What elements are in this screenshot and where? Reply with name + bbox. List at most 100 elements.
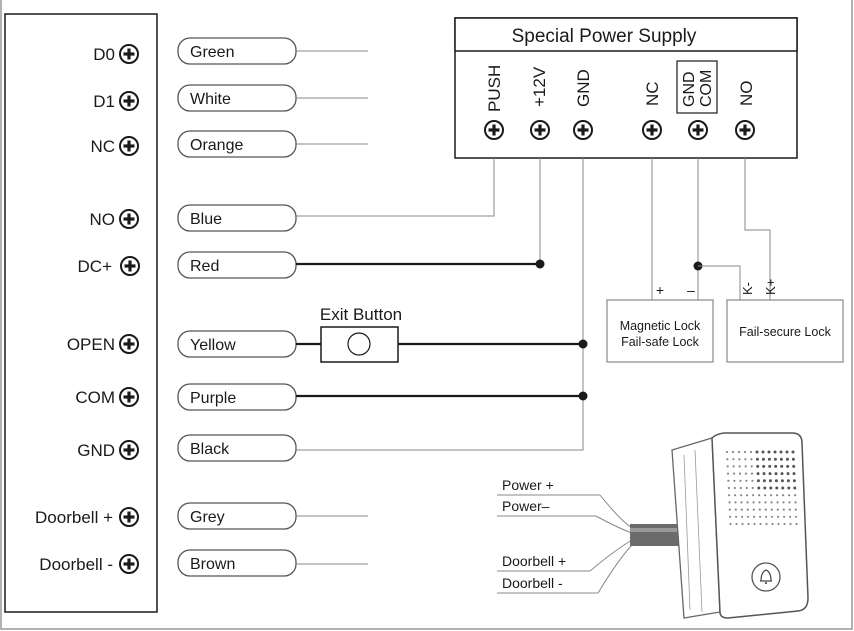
grille-dot <box>792 472 796 476</box>
grille-dot <box>743 450 747 454</box>
ps-terminal-label-12v: +12V <box>530 66 549 107</box>
doorbell-button <box>751 562 781 592</box>
controller-row-gnd: GND Black <box>77 434 297 462</box>
gnd-com-box <box>676 60 718 114</box>
grille-dot <box>792 479 796 483</box>
bell-icon <box>760 569 772 584</box>
screw-terminal-icon <box>119 44 139 64</box>
lead-power-minus: Power– <box>502 498 550 514</box>
grille-dot <box>735 522 738 526</box>
grille-dot <box>792 464 796 468</box>
ps-terminal-label-com: COM <box>698 70 715 107</box>
terminal-label: COM <box>75 388 115 407</box>
grille-dot <box>726 465 729 468</box>
screw-terminal-icon <box>119 209 139 229</box>
grille-dot <box>776 494 779 497</box>
grille-dot <box>762 464 766 468</box>
grille-dot <box>775 486 779 490</box>
grille-dot <box>770 501 773 504</box>
grille-dot <box>753 515 756 518</box>
terminal-label: D1 <box>93 92 115 111</box>
grille-dot <box>733 479 736 482</box>
grille-dot <box>787 486 791 490</box>
grille-dot <box>750 465 753 468</box>
grille-dot <box>738 458 741 461</box>
grille-dot <box>788 494 791 497</box>
grille-dot <box>737 450 741 454</box>
grille-dot <box>791 457 795 461</box>
grille-dot <box>783 515 786 518</box>
grille-dot <box>746 501 749 504</box>
speaker-grille <box>725 450 798 526</box>
grille-dot <box>785 457 789 461</box>
grille-dot <box>734 508 737 511</box>
grille-dot <box>740 508 743 511</box>
grille-dot <box>785 450 789 454</box>
wire-color-label: Blue <box>190 211 222 228</box>
grille-dot <box>768 464 772 468</box>
power-supply: Special Power Supply PUSH +12V GND NC GN… <box>454 17 798 159</box>
grille-dot <box>789 522 792 526</box>
grille-dot <box>794 494 797 497</box>
terminal-label: Doorbell + <box>35 508 113 527</box>
grille-dot <box>768 479 772 483</box>
grille-dot <box>739 479 742 482</box>
ps-terminal-label-push: PUSH <box>485 65 504 112</box>
grille-dot <box>752 494 755 497</box>
grille-dot <box>771 522 774 526</box>
grille-dot <box>765 522 768 526</box>
lead-fanout <box>589 494 633 594</box>
grille-dot <box>732 458 735 461</box>
grille-dot <box>795 522 798 526</box>
grille-dot <box>767 457 771 461</box>
controller-row-dc-plus: DC+ Red <box>78 251 297 279</box>
grille-dot <box>765 515 768 518</box>
grille-dot <box>777 515 780 518</box>
mag-plus-label: + <box>656 282 664 298</box>
grille-dot <box>732 472 736 475</box>
grille-dot <box>753 522 756 526</box>
wire-color-label: Grey <box>190 509 225 526</box>
grille-dot <box>768 472 772 476</box>
grille-dot <box>746 494 749 497</box>
doorbell-edge <box>683 454 691 611</box>
grille-dot <box>745 486 748 490</box>
failsecure-lock-title: Fail-secure Lock <box>739 325 831 339</box>
wire-tag <box>177 204 297 232</box>
grille-dot <box>751 486 754 490</box>
grille-dot <box>726 472 730 475</box>
grille-dot <box>745 479 748 482</box>
controller-row-doorbell-plus: Doorbell + Grey <box>35 502 368 530</box>
power-supply-header <box>454 17 798 52</box>
grille-dot <box>739 486 742 490</box>
terminal-label: OPEN <box>67 335 115 354</box>
grille-dot <box>769 486 773 490</box>
doorbell-edge <box>694 449 703 613</box>
ps-terminal-label-no: NO <box>737 81 756 107</box>
screw-terminal-icon <box>119 91 139 111</box>
grille-dot <box>744 458 747 461</box>
lead-doorbell-minus: Doorbell - <box>502 575 563 591</box>
grille-dot <box>738 472 742 475</box>
grille-dot <box>763 486 767 490</box>
grille-dot <box>780 479 784 483</box>
grille-dot <box>779 450 783 454</box>
terminal-label: D0 <box>93 45 115 64</box>
grille-dot <box>788 501 791 504</box>
grille-dot <box>746 508 749 511</box>
grille-dot <box>734 494 737 497</box>
grille-dot <box>774 472 778 476</box>
screw-terminal-icon <box>573 120 593 140</box>
mag-lock-title: Magnetic Lock <box>620 319 701 333</box>
grille-dot <box>740 501 743 504</box>
grille-dot <box>780 464 784 468</box>
grille-dot <box>727 479 730 482</box>
wire-tag <box>177 434 297 462</box>
screw-terminal-icon <box>530 120 550 140</box>
grille-dot <box>761 450 765 454</box>
grille-dot <box>795 515 798 518</box>
grille-dot <box>732 465 735 468</box>
grille-dot <box>741 522 744 526</box>
wire-no-to-failsecure <box>744 158 771 300</box>
